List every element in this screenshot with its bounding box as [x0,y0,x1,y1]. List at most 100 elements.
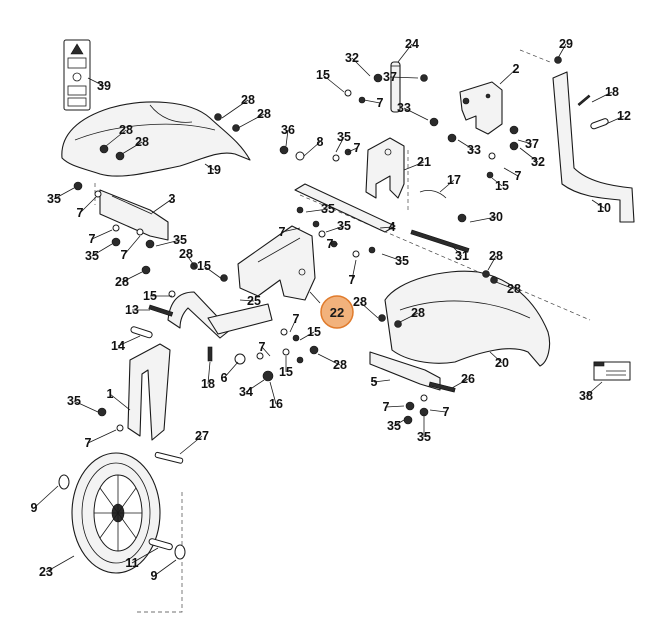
part-number-label[interactable]: 9 [151,569,158,583]
part-number-label[interactable]: 6 [221,371,228,385]
part-number-label[interactable]: 7 [259,340,266,354]
part-number-label[interactable]: 35 [47,192,61,206]
part-number-label[interactable]: 35 [337,130,351,144]
part-number-label[interactable]: 8 [317,135,324,149]
part-number-label[interactable]: 15 [495,179,509,193]
callout-leader [499,68,517,85]
callout-leader [325,225,345,233]
part-number-label[interactable]: 7 [89,232,96,246]
part-number-label[interactable]: 32 [345,51,359,65]
part-number-label[interactable]: 28 [333,358,347,372]
callout-leader [73,400,99,413]
part-number-label[interactable]: 28 [115,275,129,289]
callout-leader [373,379,391,383]
part-number-label[interactable]: 7 [279,225,286,239]
part-number-label[interactable]: 7 [443,405,450,419]
part-number-label[interactable]: 25 [247,294,261,308]
part-number-label[interactable]: 15 [279,365,293,379]
part-number-label[interactable]: 5 [371,375,378,389]
part-number-label[interactable]: 28 [135,135,149,149]
strut-part [127,343,171,441]
part-number-label[interactable]: 35 [67,394,81,408]
fastener-hardware [58,56,609,560]
part-number-label[interactable]: 7 [377,96,384,110]
part-number-label[interactable]: 21 [417,155,431,169]
highlight-circle[interactable] [320,295,354,329]
part-number-label[interactable]: 15 [143,289,157,303]
part-number-label[interactable]: 29 [559,37,573,51]
part-number-label[interactable]: 18 [605,85,619,99]
part-number-label[interactable]: 35 [321,202,335,216]
part-number-label[interactable]: 35 [417,430,431,444]
part-number-label[interactable]: 38 [579,389,593,403]
part-number-label[interactable]: 7 [85,436,92,450]
part-number-label[interactable]: 18 [201,377,215,391]
part-number-label[interactable]: 3 [169,192,176,206]
part-number-label[interactable]: 7 [293,312,300,326]
part-number-label[interactable]: 32 [531,155,545,169]
part-number-label[interactable]: 7 [327,237,334,251]
part-number-label[interactable]: 7 [383,400,390,414]
part-number-label[interactable]: 2 [513,62,520,76]
part-number-label[interactable]: 35 [337,219,351,233]
part-number-label[interactable]: 9 [31,501,38,515]
part-number-label[interactable]: 33 [397,101,411,115]
part-number-label[interactable]: 28 [179,247,193,261]
part-number-label[interactable]: 35 [85,249,99,263]
part-number-label[interactable]: 27 [195,429,209,443]
part-number-label[interactable]: 15 [316,68,330,82]
part-number-label[interactable]: 12 [617,109,631,123]
part-number-label[interactable]: 13 [125,303,139,317]
part-number-label[interactable]: 37 [525,137,539,151]
part-number-label[interactable]: 28 [241,93,255,107]
callout-leader [489,351,503,364]
part-number-label[interactable]: 28 [353,295,367,309]
part-number-label[interactable]: 31 [455,249,469,263]
part-number-label[interactable]: 7 [121,248,128,262]
part-number-label[interactable]: 7 [349,273,356,287]
callout-leaders [33,43,625,577]
part-number-label[interactable]: 7 [354,141,361,155]
part-number-label[interactable]: 10 [597,201,611,215]
part-number-label[interactable]: 33 [467,143,481,157]
part-number-label[interactable]: 30 [489,210,503,224]
part-number-label[interactable]: 36 [281,123,295,137]
part-number-label[interactable]: 11 [125,556,138,570]
callout-leader [487,255,497,271]
part-number-label[interactable]: 28 [411,306,425,320]
part-number-label[interactable]: 28 [489,249,503,263]
part-number-label[interactable]: 15 [197,259,211,273]
part-number-label[interactable]: 7 [515,169,522,183]
part-number-label[interactable]: 20 [495,356,509,370]
callout-leader [245,379,265,393]
callout-leader [221,99,249,119]
part-number-label[interactable]: 26 [461,372,475,386]
callout-leader [359,301,379,319]
callout-leader [403,161,425,171]
part-number-label[interactable]: 35 [395,254,409,268]
crossbar-part [294,183,396,233]
part-number-label[interactable]: 19 [207,163,221,177]
callout-leader [53,187,75,200]
part-number-label[interactable]: 23 [39,565,53,579]
part-number-label[interactable]: 7 [77,206,84,220]
callout-leader [261,346,271,357]
part-number-label[interactable]: 28 [507,282,521,296]
highlighted-part-number[interactable]: 22 [330,305,344,320]
part-number-label[interactable]: 24 [405,37,419,51]
part-number-label[interactable]: 1 [107,387,114,401]
part-number-label[interactable]: 37 [383,70,397,84]
part-number-label[interactable]: 17 [447,173,461,187]
callout-leader [223,361,239,379]
part-number-label[interactable]: 15 [307,325,321,339]
part-number-label[interactable]: 4 [389,220,396,234]
part-number-label[interactable]: 14 [111,339,125,353]
part-number-label[interactable]: 35 [173,233,187,247]
part-number-label[interactable]: 39 [97,79,111,93]
part-number-label[interactable]: 34 [239,385,253,399]
part-number-label[interactable]: 35 [387,419,401,433]
part-number-label[interactable]: 28 [119,123,133,137]
part-number-label[interactable]: 28 [257,107,271,121]
highlight-marker: 22 [309,291,354,329]
part-number-label[interactable]: 16 [269,397,283,411]
